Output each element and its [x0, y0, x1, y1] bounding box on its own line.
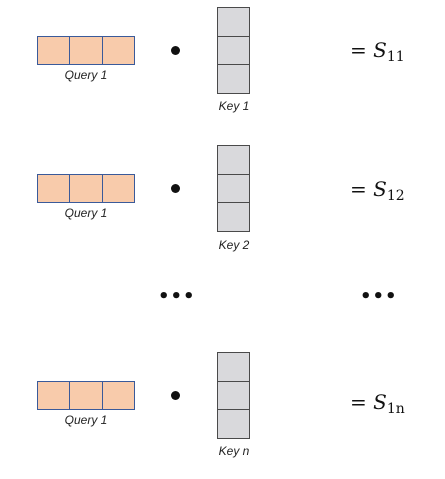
key-cell [218, 353, 249, 382]
ellipsis-right: ••• [360, 286, 398, 307]
query-cell [103, 37, 134, 64]
query-cell [70, 382, 103, 409]
score-symbol: S [373, 38, 387, 62]
query-cell [38, 37, 71, 64]
score-subscript: 11 [386, 49, 405, 65]
score-n: = S1n [350, 390, 405, 417]
equals-sign: = [350, 38, 374, 62]
query-label-1: Query 1 [64, 68, 108, 82]
query-cell [70, 37, 103, 64]
equals-sign: = [350, 390, 374, 414]
query-cell [70, 175, 103, 202]
key-cell [218, 382, 249, 411]
equals-sign: = [350, 177, 374, 201]
ellipsis-middle: ••• [158, 286, 196, 307]
score-2: = S12 [350, 177, 405, 204]
score-subscript: 12 [386, 188, 405, 204]
query-vector-1 [37, 36, 135, 65]
key-cell [218, 175, 249, 204]
query-cell [103, 382, 134, 409]
key-vector-1 [217, 7, 250, 94]
key-label-1: Key 1 [218, 99, 250, 113]
query-label-2: Query 1 [64, 206, 108, 220]
query-vector-2 [37, 174, 135, 203]
score-1: = S11 [350, 38, 405, 65]
key-label-n: Key n [218, 444, 250, 458]
key-cell [218, 65, 249, 93]
key-label-2: Key 2 [218, 238, 250, 252]
key-cell [218, 8, 249, 37]
key-vector-n [217, 352, 250, 439]
score-subscript: 1n [386, 401, 405, 417]
key-cell [218, 410, 249, 438]
query-label-n: Query 1 [64, 413, 108, 427]
query-cell [38, 382, 71, 409]
query-vector-n [37, 381, 135, 410]
key-cell [218, 203, 249, 231]
score-symbol: S [373, 390, 387, 414]
query-cell [38, 175, 71, 202]
key-cell [218, 146, 249, 175]
key-vector-2 [217, 145, 250, 232]
query-cell [103, 175, 134, 202]
score-symbol: S [373, 177, 387, 201]
dot-product-icon [171, 184, 180, 193]
dot-product-icon [171, 46, 180, 55]
key-cell [218, 37, 249, 66]
dot-product-icon [171, 391, 180, 400]
